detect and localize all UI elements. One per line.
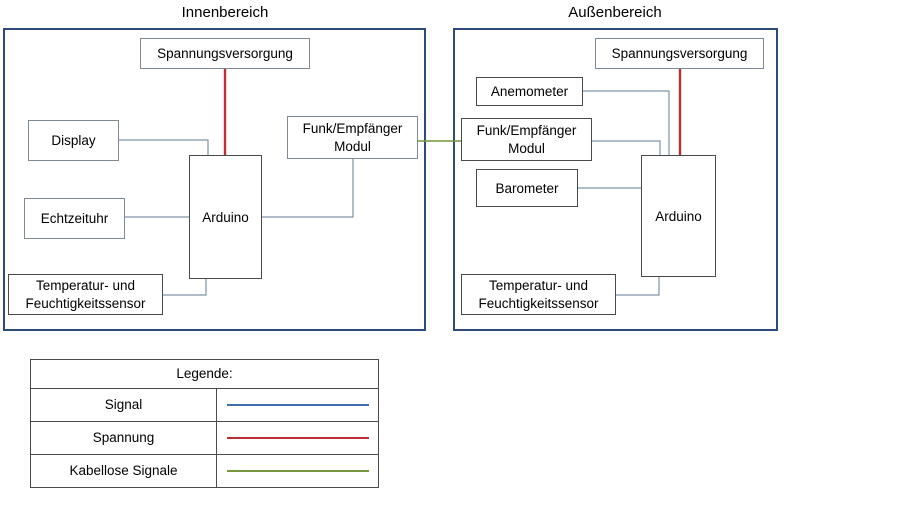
component-label-line2: Feuchtigkeitssensor — [25, 295, 146, 311]
component-spannungsversorgung-aussen[interactable]: Spannungsversorgung — [595, 38, 764, 69]
legend-swatch-signal-cell — [217, 389, 378, 421]
component-label: Barometer — [495, 180, 559, 196]
component-label-line2: Feuchtigkeitssensor — [478, 295, 599, 311]
component-label-line1: Temperatur- und — [488, 277, 589, 293]
component-anemometer[interactable]: Anemometer — [476, 77, 583, 106]
component-barometer[interactable]: Barometer — [476, 169, 578, 207]
component-label: Arduino — [202, 209, 249, 225]
component-label: Arduino — [655, 208, 702, 224]
component-arduino-innen[interactable]: Arduino — [189, 155, 262, 279]
component-label-line2: Modul — [508, 140, 545, 156]
component-label-line1: Funk/Empfänger — [302, 120, 403, 136]
region-title-aussenbereich: Außenbereich — [568, 4, 662, 21]
component-label-line1: Funk/Empfänger — [476, 122, 577, 138]
component-label: Spannungsversorgung — [157, 46, 293, 61]
legend-label-spannung: Spannung — [31, 422, 217, 454]
legend-row-signal: Signal — [31, 389, 378, 422]
component-label: Display — [51, 133, 96, 148]
component-label: Echtzeituhr — [40, 211, 109, 226]
component-label-line2: Modul — [334, 138, 371, 154]
legend-row-spannung: Spannung — [31, 422, 378, 455]
component-temperatur-feuchtigkeitssensor-innen[interactable]: Temperatur- und Feuchtigkeitssensor — [8, 274, 163, 315]
legend-label-kabellose-signale: Kabellose Signale — [31, 455, 217, 487]
power-line-swatch — [226, 437, 369, 439]
legend-swatch-wireless-cell — [217, 455, 378, 487]
component-label: Anemometer — [490, 84, 569, 99]
component-label-line1: Temperatur- und — [35, 277, 136, 293]
component-echtzeituhr[interactable]: Echtzeituhr — [24, 198, 125, 239]
component-display[interactable]: Display — [28, 120, 119, 161]
component-temperatur-feuchtigkeitssensor-aussen[interactable]: Temperatur- und Feuchtigkeitssensor — [461, 274, 616, 315]
region-title-innenbereich: Innenbereich — [181, 4, 269, 21]
legend-row-kabellose-signale: Kabellose Signale — [31, 455, 378, 487]
component-label: Spannungsversorgung — [611, 46, 748, 61]
region-panel-innenbereich — [3, 28, 426, 331]
component-funk-empfaenger-aussen[interactable]: Funk/Empfänger Modul — [461, 118, 592, 161]
legend-title-row: Legende: — [31, 360, 378, 389]
legend-table: Legende: Signal Spannung Kabellose Signa… — [30, 359, 379, 488]
legend-label-signal: Signal — [31, 389, 217, 421]
signal-line-swatch — [226, 404, 369, 406]
legend-title: Legende: — [176, 366, 233, 381]
region-panel-aussenbereich — [453, 28, 778, 331]
component-arduino-aussen[interactable]: Arduino — [641, 155, 716, 277]
legend-swatch-spannung-cell — [217, 422, 378, 454]
wireless-line-swatch — [226, 470, 369, 472]
component-funk-empfaenger-innen[interactable]: Funk/Empfänger Modul — [287, 116, 418, 159]
component-spannungsversorgung-innen[interactable]: Spannungsversorgung — [140, 38, 310, 69]
